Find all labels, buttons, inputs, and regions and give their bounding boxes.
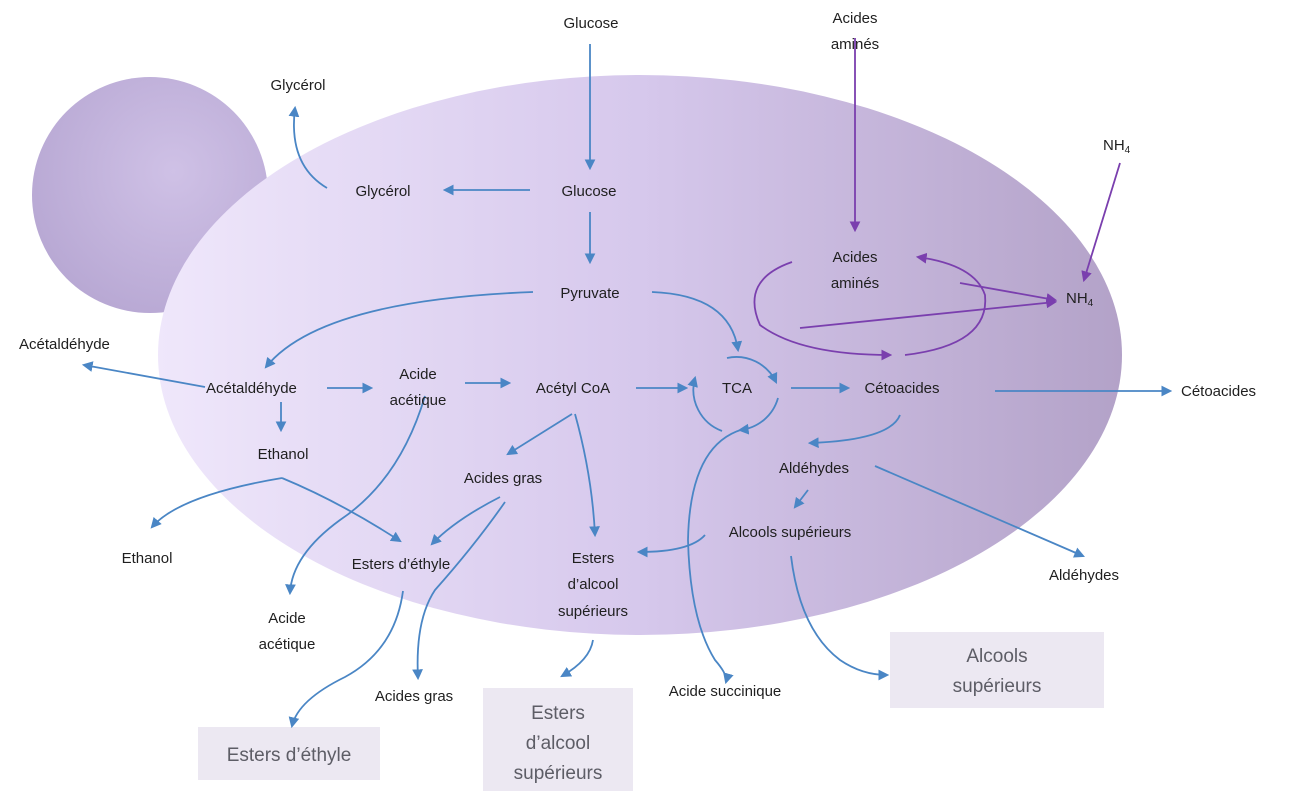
box-label-alcools-1: Alcools — [966, 646, 1027, 667]
label-acide-acetique-ext-2: acétique — [259, 636, 316, 653]
arrow-alcools-esters-alcool — [636, 534, 706, 558]
label-tca: TCA — [722, 380, 752, 397]
label-acides-gras-ext: Acides gras — [375, 688, 453, 705]
label-acides-amines-ext-1: Acides — [832, 10, 877, 27]
label-alcools-superieurs-int: Alcools supérieurs — [729, 524, 852, 541]
arrow-esters-ethyle-export — [288, 590, 404, 729]
label-esters-ethyle-int: Esters d’éthyle — [352, 556, 450, 573]
label-nh4-int: NH4 — [1066, 290, 1094, 309]
box-label-alcools-2: supérieurs — [953, 676, 1042, 697]
label-acetaldehyde-ext: Acétaldéhyde — [19, 336, 110, 353]
arrow-esters-alcool-export — [560, 639, 594, 678]
arrow-deamination — [799, 297, 1058, 329]
arrow-acides-gras-esters-ethyle — [430, 496, 501, 546]
arrow-acetyl-coa-esters-alcool — [574, 413, 600, 538]
label-glucose-ext: Glucose — [563, 15, 618, 32]
box-label-esters-ethyle: Esters d’éthyle — [227, 745, 352, 766]
arrow-alcools-export — [790, 555, 890, 681]
label-acide-acetique-int-1: Acide — [399, 366, 437, 383]
label-glycerol-int: Glycérol — [355, 183, 410, 200]
label-ethanol-int: Ethanol — [258, 446, 309, 463]
arrow-aldehydes-export — [874, 465, 1085, 558]
label-aldehydes-ext: Aldéhydes — [1049, 567, 1119, 584]
tca-cycle — [687, 356, 779, 435]
label-esters-alcool-int-2: d’alcool — [568, 576, 619, 593]
arrow-cetoacides-acides-amines — [904, 252, 987, 356]
label-glucose-int: Glucose — [561, 183, 616, 200]
label-nh4-ext: NH4 — [1103, 137, 1131, 156]
box-alcools-superieurs — [890, 632, 1104, 708]
label-acides-amines-ext-2: aminés — [831, 36, 879, 53]
arrow-glycerol-export — [288, 105, 328, 189]
arrow-ethanol-esters-ethyle — [281, 477, 402, 543]
label-acide-acetique-ext-1: Acide — [268, 610, 306, 627]
arrow-acides-gras-export — [412, 501, 506, 681]
label-acetyl-coa: Acétyl CoA — [536, 380, 610, 397]
label-acides-amines-int-2: aminés — [831, 275, 879, 292]
arrow-pyruvate-acetaldehyde — [264, 291, 534, 369]
label-acides-amines-int-1: Acides — [832, 249, 877, 266]
purple-pathways — [753, 38, 1121, 361]
arrow-ethanol-export — [150, 477, 283, 529]
label-acide-acetique-int-2: acétique — [390, 392, 447, 409]
label-acides-gras-int: Acides gras — [464, 470, 542, 487]
label-esters-alcool-int-3: supérieurs — [558, 603, 628, 620]
arrow-nh4-uptake — [1081, 162, 1121, 283]
box-esters-alcool-superieurs — [483, 688, 633, 791]
arrow-nh4-release — [959, 282, 1058, 304]
arrow-aldehydes-alcools — [793, 489, 809, 509]
arrow-pyruvate-tca — [651, 291, 743, 353]
arrow-acetaldehyde-export — [81, 361, 206, 388]
yeast-cell — [158, 75, 1122, 635]
arrow-acide-acetique-export — [285, 395, 426, 596]
labels: Glucose Acides aminés Glycérol NH4 Glycé… — [19, 10, 1256, 784]
arrow-cetoacides-aldehydes — [807, 414, 901, 449]
box-esters-ethyle — [198, 727, 380, 780]
arrow-acetyl-coa-acides-gras — [506, 413, 573, 456]
label-glycerol-ext: Glycérol — [270, 77, 325, 94]
label-acetaldehyde-int: Acétaldéhyde — [206, 380, 297, 397]
blue-pathways — [81, 44, 1173, 729]
label-cetoacides-int: Cétoacides — [864, 380, 939, 397]
box-label-esters-alcool-2: d’alcool — [526, 733, 590, 754]
label-pyruvate: Pyruvate — [560, 285, 619, 302]
label-cetoacides-ext: Cétoacides — [1181, 383, 1256, 400]
box-label-esters-alcool-3: supérieurs — [514, 763, 603, 784]
label-esters-alcool-int-1: Esters — [572, 550, 615, 567]
arrow-acides-amines-cetoacides — [753, 261, 893, 361]
label-aldehydes-int: Aldéhydes — [779, 460, 849, 477]
box-label-esters-alcool-1: Esters — [531, 703, 585, 724]
label-ethanol-ext: Ethanol — [122, 550, 173, 567]
label-acide-succinique: Acide succinique — [669, 683, 782, 700]
arrow-tca-acide-succinique — [687, 427, 749, 685]
